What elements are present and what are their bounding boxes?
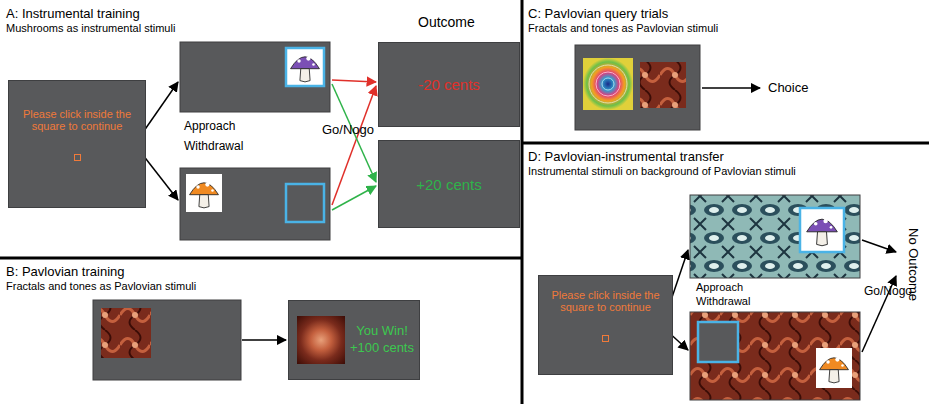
- drawing-line: [332, 80, 376, 82]
- drawing-rect: [690, 312, 860, 400]
- drawing-line: [862, 240, 896, 252]
- drawing-use: [190, 182, 219, 208]
- drawing-rect: [180, 168, 330, 240]
- text-label: No Outcome: [905, 228, 920, 301]
- drawing-line: [332, 86, 376, 205]
- drawing-circle: [589, 65, 627, 103]
- drawing-rect: [816, 348, 852, 388]
- text-label: Outcome: [418, 14, 475, 30]
- text-label: Withdrawal: [184, 139, 243, 153]
- click-square: [602, 335, 609, 342]
- screen-box: Please click inside the square to contin…: [8, 80, 146, 208]
- click-square: [74, 154, 81, 161]
- drawing-line: [521, 0, 524, 404]
- drawing-rect: [640, 62, 686, 108]
- outcome-text: -20 cents: [418, 76, 480, 93]
- instruction-text: Please click inside the square to contin…: [539, 289, 672, 313]
- text-label: Go/Nogo: [322, 122, 374, 137]
- panel-subtitle: Instrumental stimuli on background of Pa…: [528, 165, 929, 177]
- screen-box: You Win! +100 cents: [288, 300, 420, 380]
- drawing-rect: [93, 300, 241, 380]
- drawing-line: [0, 257, 522, 260]
- drawing-rect: [286, 184, 324, 222]
- drawing-rect: [286, 48, 324, 86]
- panel: C: Pavlovian query trialsFractals and to…: [522, 0, 929, 143]
- drawing-use: [820, 357, 849, 383]
- text-label: Go/Nogo: [864, 284, 912, 298]
- drawing-line: [702, 87, 760, 89]
- drawing-line: [332, 186, 376, 210]
- drawing-line: [242, 339, 286, 341]
- panel-title: C: Pavlovian query trials: [528, 6, 929, 21]
- screen-box: +20 cents: [378, 140, 520, 228]
- drawing-use: [807, 219, 838, 246]
- drawing-circle: [596, 72, 620, 96]
- panel-title: B: Pavlovian training: [6, 264, 522, 279]
- drawing-circle: [602, 78, 614, 90]
- text-label: Approach: [184, 119, 235, 133]
- outcome-text: +20 cents: [416, 176, 481, 193]
- drawing-rect: [698, 322, 738, 362]
- panel: B: Pavlovian trainingFractals and tones …: [0, 258, 522, 404]
- text-label: Choice: [768, 80, 808, 95]
- drawing-rect: [575, 45, 700, 130]
- text-label: Withdrawal: [696, 295, 750, 307]
- panel: A: Instrumental trainingMushrooms as ins…: [0, 0, 522, 258]
- outcome-text: You Win! +100 cents: [349, 323, 415, 357]
- drawing-rect: [583, 58, 633, 110]
- screen-box: -20 cents: [378, 42, 520, 127]
- drawing-rect: [101, 308, 151, 358]
- drawing-g: [589, 65, 627, 103]
- screen-box: Please click inside the square to contin…: [538, 275, 673, 375]
- drawing-line: [522, 142, 929, 145]
- panel: D: Pavlovian-instrumental transferInstru…: [522, 143, 929, 404]
- drawing-rect: [800, 208, 844, 252]
- drawing-use: [291, 56, 320, 82]
- panel-subtitle: Fractals and tones as Pavlovian stimuli: [6, 280, 522, 292]
- drawing-rect: [690, 195, 860, 278]
- instruction-text: Please click inside the square to contin…: [9, 108, 145, 132]
- drawing-rect: [186, 174, 222, 212]
- panel-title: D: Pavlovian-instrumental transfer: [528, 149, 929, 164]
- text-label: Approach: [696, 281, 743, 293]
- fractal-image: [297, 316, 345, 364]
- drawing-rect: [180, 42, 330, 112]
- panel-subtitle: Fractals and tones as Pavlovian stimuli: [528, 22, 929, 34]
